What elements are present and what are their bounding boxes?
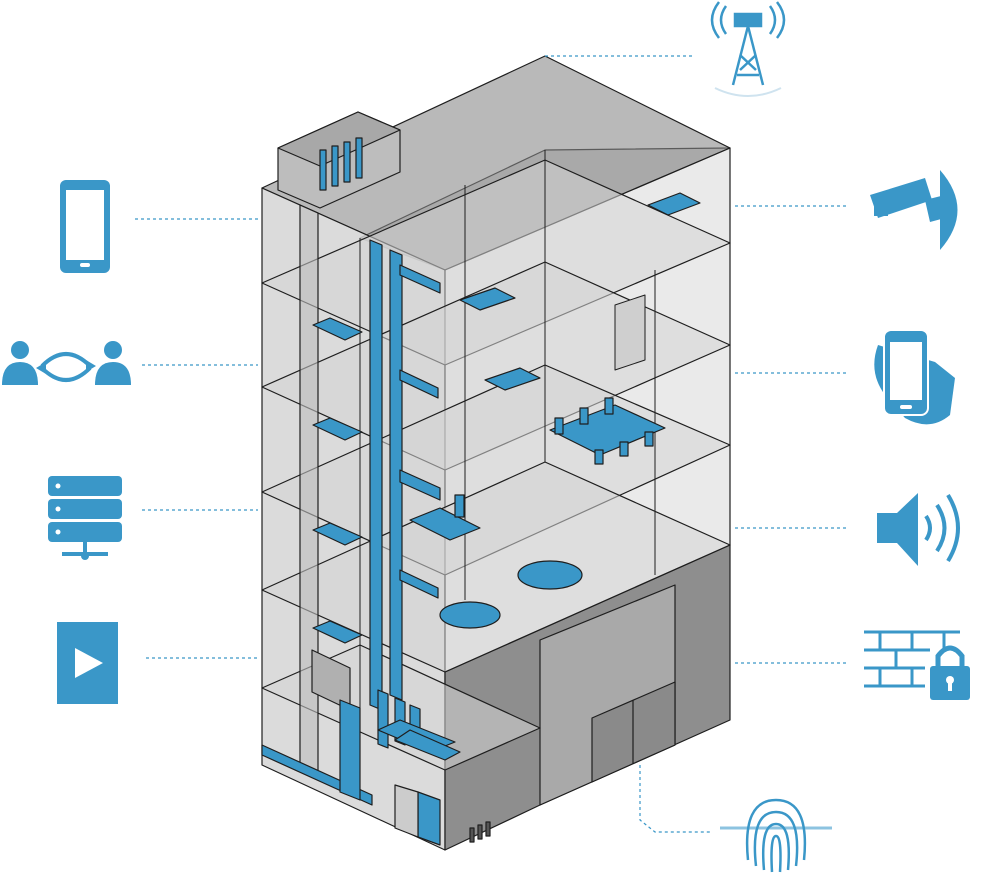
ground-ducts bbox=[377, 689, 461, 761]
connector-lines bbox=[135, 55, 848, 833]
equipment-cabinet bbox=[417, 791, 441, 846]
firewall-lock-icon bbox=[864, 630, 970, 700]
hvac-riser bbox=[369, 239, 403, 711]
security-camera-icon bbox=[870, 170, 958, 250]
hvac-branches bbox=[261, 264, 441, 806]
building bbox=[261, 55, 731, 851]
fingerprint-icon bbox=[720, 798, 832, 873]
furniture bbox=[409, 192, 701, 629]
video-play-icon bbox=[57, 622, 118, 704]
smartphone-icon bbox=[60, 180, 110, 273]
speaker-icon bbox=[877, 493, 960, 566]
cell-tower-icon bbox=[710, 1, 786, 97]
user-exchange-icon bbox=[2, 341, 131, 385]
server-network-icon bbox=[48, 476, 122, 560]
rooftop-unit bbox=[277, 111, 401, 209]
mobile-hand-icon bbox=[874, 329, 955, 425]
